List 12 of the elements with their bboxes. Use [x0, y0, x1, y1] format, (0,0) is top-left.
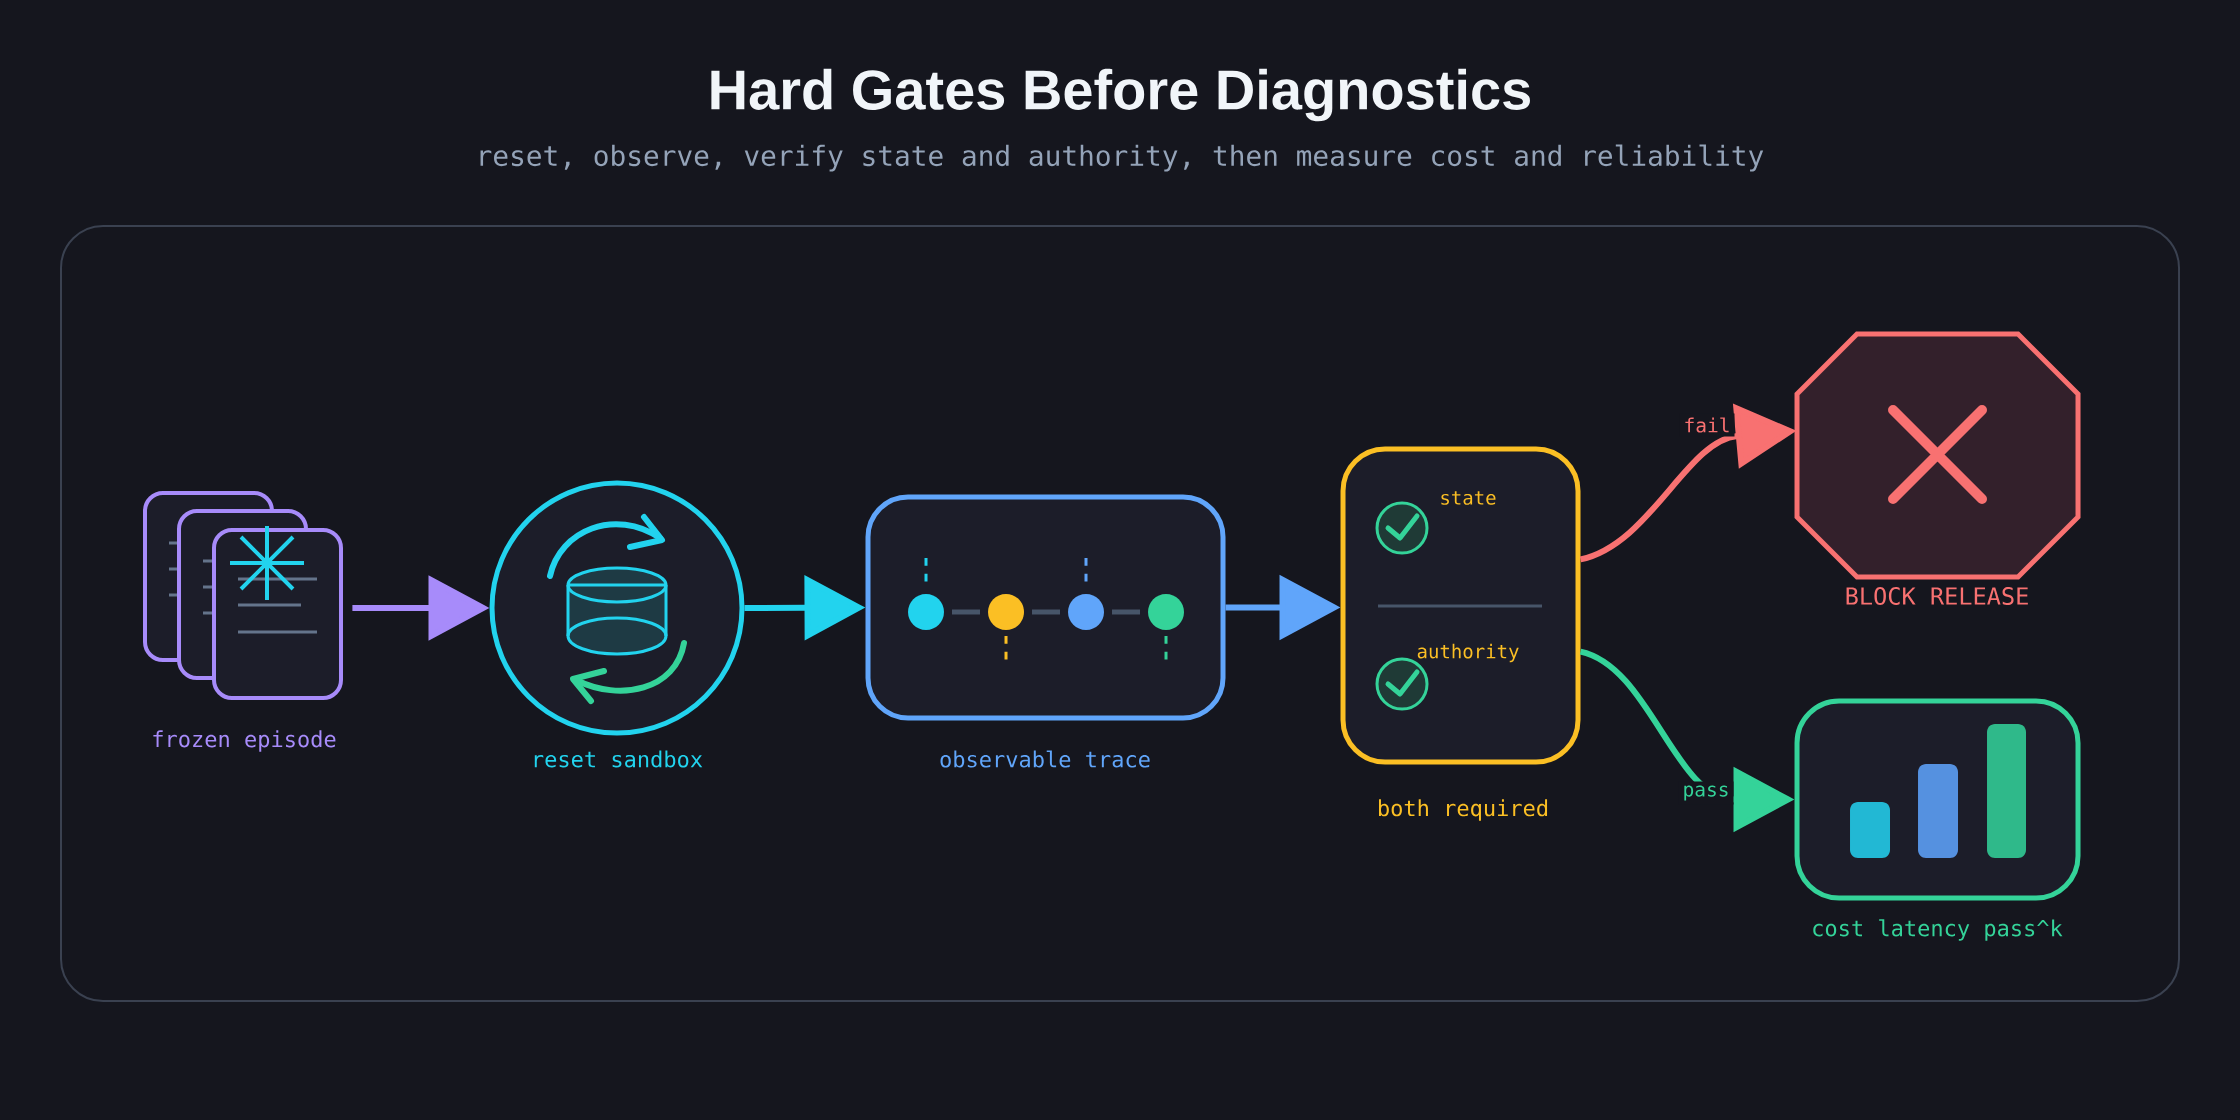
title: Hard Gates Before Diagnostics	[711, 68, 1530, 122]
check-label: authority	[1417, 643, 1519, 663]
subtitle: reset, observe, verify state and authority, then measure cost and reliability	[480, 144, 1764, 172]
edge-label: fail	[1679, 413, 1735, 437]
node-caption: reset sandbox	[534, 750, 703, 768]
node-caption: frozen episode	[153, 730, 336, 752]
node-caption: observable trace	[940, 750, 1150, 768]
document-stack	[143, 491, 343, 700]
node-caption: BLOCK RELEASE	[1846, 587, 2028, 605]
check-label: state	[1441, 491, 1496, 505]
node-caption: both required	[1379, 799, 1548, 821]
node-caption: cost latency pass^k	[1813, 919, 2063, 941]
